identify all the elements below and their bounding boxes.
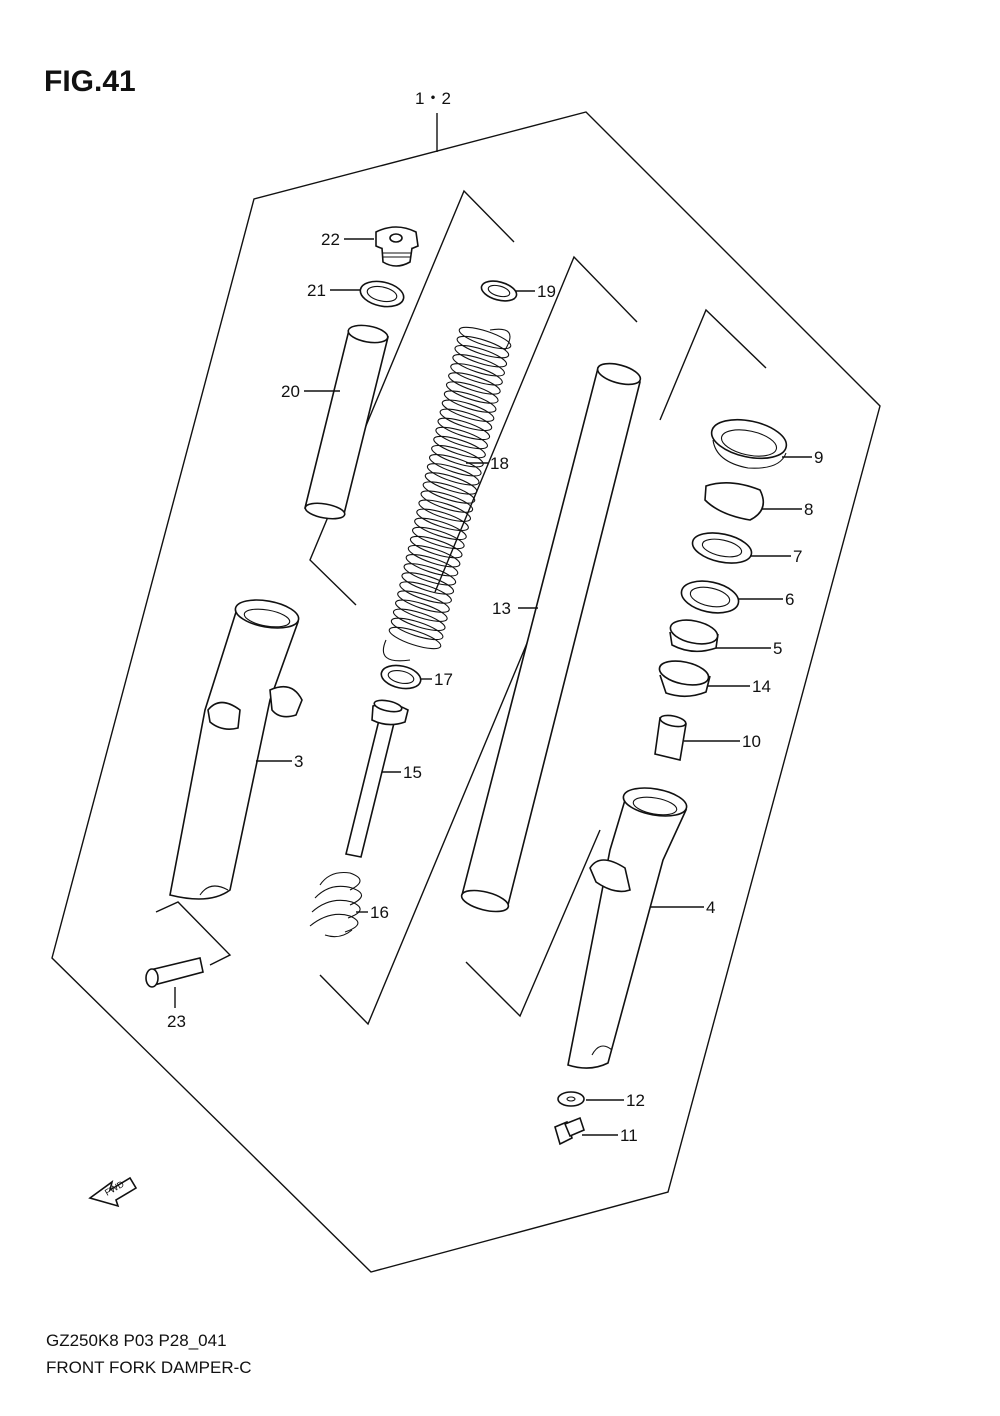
spring-coil xyxy=(418,499,472,522)
spring-coil xyxy=(454,344,508,368)
callout-8: 8 xyxy=(804,500,813,519)
spring-coil xyxy=(439,408,493,432)
spring-coil xyxy=(428,454,482,477)
guide-bushing-part xyxy=(669,619,719,653)
oil-seal-part xyxy=(691,532,753,564)
spring-coil xyxy=(450,363,503,386)
slide-bushing-part xyxy=(658,660,711,698)
spring-coil xyxy=(416,508,469,532)
callout-11: 11 xyxy=(620,1126,638,1145)
assembly-label: 1・2 xyxy=(415,89,451,108)
panel-damper-rod xyxy=(309,189,515,606)
callout-6: 6 xyxy=(785,590,794,609)
callout-14: 14 xyxy=(752,677,771,696)
callout-18: 18 xyxy=(490,454,509,473)
callout-4: 4 xyxy=(706,898,715,917)
spacer-tube-part xyxy=(304,324,389,520)
spring-coil xyxy=(407,544,461,568)
spring-coil xyxy=(420,490,474,513)
callout-17: 17 xyxy=(434,670,453,689)
panel-inner-tube xyxy=(434,255,638,593)
oil-lock-piece-part xyxy=(654,714,687,761)
spring-coil xyxy=(431,444,484,468)
dust-seal-part xyxy=(710,418,788,469)
spring-coil xyxy=(452,354,505,377)
callout-19: 19 xyxy=(537,282,556,301)
callout-13: 13 xyxy=(492,599,511,618)
spring-coil xyxy=(458,326,512,350)
assembly-outline xyxy=(51,111,881,1273)
inner-tube-part xyxy=(460,362,642,913)
spring-coil xyxy=(414,517,467,541)
figure-title: FIG.41 xyxy=(44,65,136,98)
ring-17-part xyxy=(380,664,422,690)
fwd-arrow-icon: FWD xyxy=(88,1176,138,1208)
fork-spring-part xyxy=(382,326,512,662)
o-ring-21-part xyxy=(359,280,405,308)
spring-coil xyxy=(441,399,495,422)
callout-23: 23 xyxy=(167,1012,186,1031)
callout-7: 7 xyxy=(793,547,802,566)
spring-coil xyxy=(422,481,476,504)
spring-coil xyxy=(437,417,491,441)
spring-coil xyxy=(435,426,488,450)
callout-layer: 22 21 20 19 18 17 16 15 14 13 12 11 10 9 8 7 6 5 4 3 23 xyxy=(167,230,823,1145)
washer-part xyxy=(680,580,740,614)
callout-21: 21 xyxy=(307,281,326,300)
damper-rod-part xyxy=(345,699,409,858)
spring-coil xyxy=(397,590,450,613)
callout-3: 3 xyxy=(294,752,303,771)
panel-bolt xyxy=(155,901,232,966)
spring-coil xyxy=(401,572,455,595)
callout-10: 10 xyxy=(742,732,761,751)
callout-20: 20 xyxy=(281,382,300,401)
spring-coil xyxy=(409,535,463,559)
callout-5: 5 xyxy=(773,639,782,658)
spring-coil xyxy=(388,626,442,650)
spring-coil xyxy=(405,554,459,577)
callout-16: 16 xyxy=(370,903,389,922)
spring-coil xyxy=(445,381,499,404)
spring-coil xyxy=(448,372,501,395)
outer-tube-left-part xyxy=(169,599,303,900)
ring-19-part xyxy=(480,280,518,302)
spring-coil xyxy=(443,390,497,413)
bolt-23-part xyxy=(145,957,204,988)
washer-12-part xyxy=(557,1091,585,1107)
panel-inner-tube-lower xyxy=(465,829,601,1018)
outer-tube-right-part xyxy=(567,787,688,1069)
spring-coil xyxy=(390,617,444,641)
footer-code: GZ250K8 P03 P28_041 xyxy=(46,1331,227,1350)
spring-coil xyxy=(395,599,448,622)
callout-9: 9 xyxy=(814,448,823,467)
callout-12: 12 xyxy=(626,1091,645,1110)
spring-coil xyxy=(426,463,480,486)
stopper-ring-part xyxy=(704,482,765,521)
panel-seals xyxy=(659,308,767,421)
spring-coil xyxy=(399,581,452,604)
callout-22: 22 xyxy=(321,230,340,249)
spring-coil xyxy=(403,563,457,586)
cap-bolt-part xyxy=(375,226,419,267)
bolt-11-part xyxy=(554,1116,585,1146)
spring-coil xyxy=(456,335,510,359)
rebound-spring-part xyxy=(309,871,363,938)
spring-coil xyxy=(424,472,478,495)
callout-15: 15 xyxy=(403,763,422,782)
panel-damper-rod-lower xyxy=(319,623,536,1026)
spring-coil xyxy=(433,435,486,459)
footer-name: FRONT FORK DAMPER-C xyxy=(46,1358,252,1377)
spring-coil xyxy=(412,526,465,550)
spring-coil xyxy=(392,608,446,632)
